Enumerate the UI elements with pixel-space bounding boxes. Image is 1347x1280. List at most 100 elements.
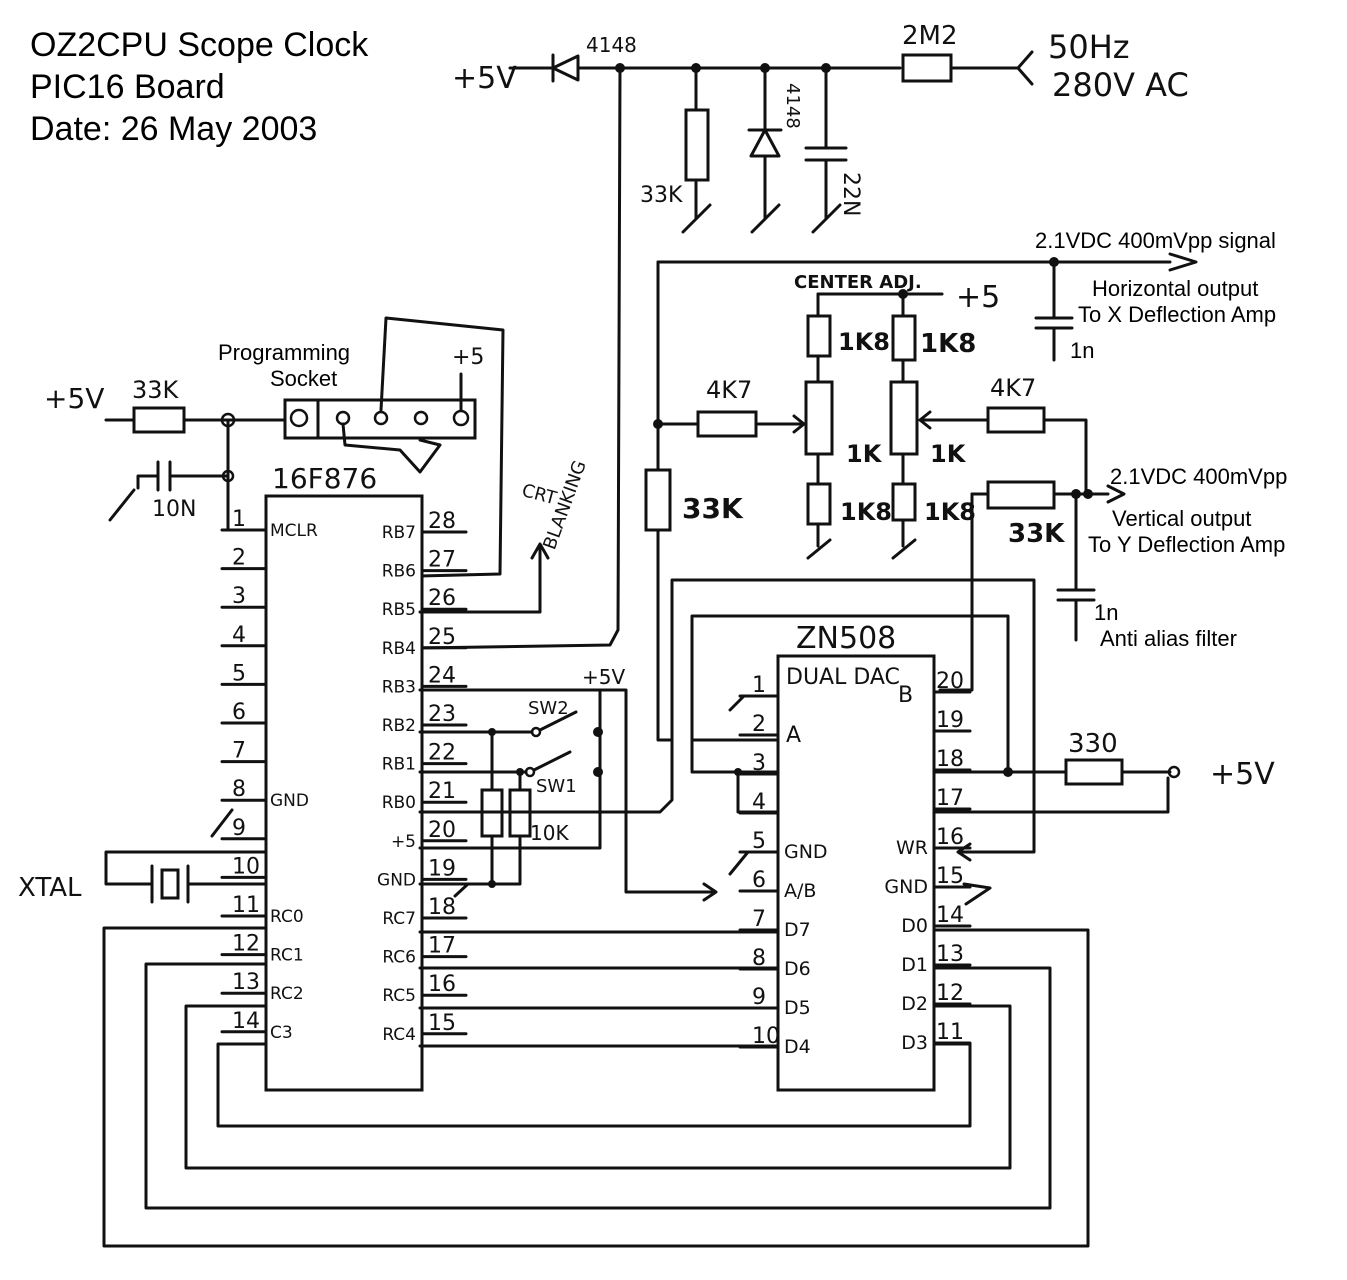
r4k7-v-label: 4K7 (990, 374, 1036, 402)
dac-pin-12-name: D2 (901, 993, 928, 1015)
pic-pin-27-name: RB6 (382, 562, 416, 582)
pic-pin-18-name: RC7 (382, 909, 416, 929)
pic-pin-5-number: 5 (232, 661, 246, 686)
anti-alias-label: Anti alias filter (1100, 626, 1237, 651)
pic-pin-16-name: RC5 (382, 986, 416, 1006)
pot-1k-y (889, 380, 919, 456)
pic-pin-26-name: RB5 (382, 600, 416, 620)
v-cap-label: 1n (1094, 600, 1118, 625)
dac-pin-7-name: D7 (784, 919, 811, 941)
pic-pin-25-number: 25 (428, 625, 456, 650)
dac-a: A (786, 723, 801, 748)
r1k8-b-label: 1K8 (920, 329, 976, 359)
dac-pin-15-number: 15 (936, 864, 964, 889)
dac-pin-9-number: 9 (752, 985, 766, 1010)
dac-pin-13-number: 13 (936, 942, 964, 967)
resistor-4k7-h (696, 410, 758, 438)
pic-pin-12-number: 12 (232, 932, 260, 957)
pic-pin-20-name: +5 (391, 832, 416, 852)
dac-pin-6-name: A/B (784, 880, 816, 902)
pic-pin-19-name: GND (377, 870, 416, 890)
v-output-line2: To Y Deflection Amp (1088, 532, 1285, 557)
pic-body (264, 494, 424, 1092)
dac-pin-5-number: 5 (752, 829, 766, 854)
dac-pin-6-number: 6 (752, 868, 766, 893)
xtal-section: XTAL (18, 808, 268, 904)
prog-label-1: Programming (218, 340, 350, 365)
horizontal-output-section: 1n 2.1VDC 400mVpp signal Horizontal outp… (644, 228, 1276, 742)
prog-plus5v: +5V (44, 382, 104, 415)
pic-pin-20-number: 20 (428, 818, 456, 843)
cap22n-label: 22N (838, 172, 863, 216)
prog-cap-label: 10N (152, 497, 196, 522)
dac-body (776, 654, 936, 1092)
r33k-v-label: 33K (1008, 519, 1065, 549)
prog-label-2: Socket (270, 366, 337, 391)
dac-pin-10-name: D4 (784, 1036, 811, 1058)
resistor-33k-h (644, 468, 672, 532)
title-line-1: OZ2CPU Scope Clock (30, 26, 369, 64)
r33k-h-label: 33K (682, 492, 744, 525)
pic-pin-10-number: 10 (232, 854, 260, 879)
r1k8-d-label: 1K8 (924, 498, 976, 526)
switch-section: +5V SW2 SW1 10K (418, 578, 1036, 902)
prog-r33k: 33K (132, 376, 180, 404)
dac-pin-9-name: D5 (784, 997, 811, 1019)
h-output-line1: Horizontal output (1092, 276, 1258, 301)
dac-pin-11-name: D3 (901, 1032, 928, 1054)
pic-pin-11-number: 11 (232, 893, 260, 918)
dac-sub: DUAL DAC (786, 665, 900, 690)
pic-pin-28-number: 28 (428, 509, 456, 534)
h-cap-label: 1n (1070, 338, 1094, 363)
dac-wiring: 330 +5V (690, 614, 1275, 906)
pic-name: 16F876 (272, 462, 377, 495)
pic-pin-21-name: RB0 (382, 793, 416, 813)
dac-pin-4-number: 4 (752, 790, 766, 815)
pic-pin-13-number: 13 (232, 970, 260, 995)
pic-pin-16-number: 16 (428, 972, 456, 997)
dac-pin-18-number: 18 (936, 747, 964, 772)
dac-pin-5-name: GND (784, 841, 828, 863)
dac-b: B (898, 683, 913, 708)
dac-pin-16-name: WR (896, 837, 928, 859)
pic-pin-15-number: 15 (428, 1011, 456, 1036)
diode-4148-clamp (749, 128, 781, 158)
pot-1k-x (804, 380, 834, 456)
pic-pin-24-number: 24 (428, 663, 456, 688)
h-output-line2: To X Deflection Amp (1078, 302, 1276, 327)
dac-pin-8-number: 8 (752, 946, 766, 971)
r1k8-a-label: 1K8 (838, 328, 890, 356)
pic-pin-11-name: RC0 (270, 907, 304, 927)
dac-pin-1-number: 1 (752, 673, 766, 698)
resistor-330 (1064, 758, 1124, 786)
pic-pin-23-name: RB2 (382, 716, 416, 736)
pic-pin-26-number: 26 (428, 586, 456, 611)
dac-pin-7-number: 7 (752, 907, 766, 932)
dac-pin-14-name: D0 (901, 915, 928, 937)
top-plus5v-label: +5V (452, 61, 517, 96)
dac-pin-3-number: 3 (752, 751, 766, 776)
dac-pin-17-number: 17 (936, 786, 964, 811)
pot-a-label: 1K (846, 440, 883, 468)
pic-pin-22-number: 22 (428, 741, 456, 766)
v-signal-label: 2.1VDC 400mVpp (1110, 464, 1287, 489)
pic-pin-27-number: 27 (428, 548, 456, 573)
xtal-label: XTAL (18, 873, 82, 903)
pic-pin-8-name: GND (270, 791, 309, 811)
pic-pin-14-number: 14 (232, 1009, 260, 1034)
pic-pin-22-name: RB1 (382, 755, 416, 775)
dac-pin-20-number: 20 (936, 669, 964, 694)
pic-pin-15-name: RC4 (382, 1025, 416, 1045)
resistor-4k7-v (986, 406, 1046, 434)
dac-pin-14-number: 14 (936, 903, 964, 928)
dac-pin-13-name: D1 (901, 954, 928, 976)
dac-pin-12-number: 12 (936, 981, 964, 1006)
r10k-label: 10K (530, 821, 569, 845)
crystal (160, 868, 180, 900)
pic-pin-6-number: 6 (232, 700, 246, 725)
dac-pin-19-number: 19 (936, 708, 964, 733)
h-signal-label: 2.1VDC 400mVpp signal (1035, 228, 1276, 253)
